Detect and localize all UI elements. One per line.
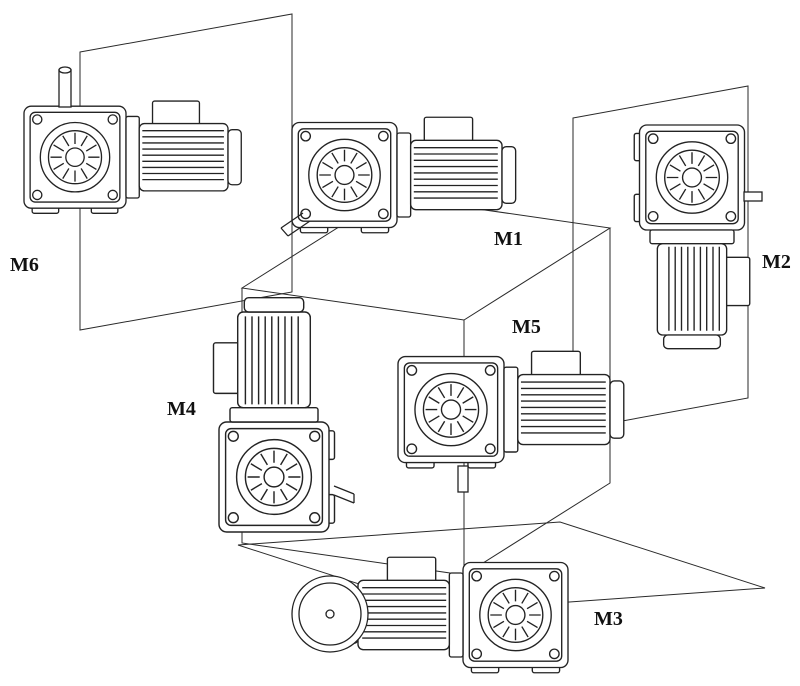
gearmotor-m6-drawing — [23, 100, 242, 214]
gearmotor-m1-drawing — [291, 116, 517, 234]
gearmotor-m2-shaft — [743, 191, 763, 202]
vertical-shaft — [457, 465, 469, 493]
label-m5: M5 — [512, 316, 541, 338]
output-shaft-stub — [743, 191, 763, 202]
fan-cover-hub — [325, 609, 335, 619]
gearmotor-m5-drawing — [397, 350, 625, 469]
gearmotor-m5-shaft — [457, 465, 469, 493]
output-shaft-stub — [333, 485, 355, 504]
gearmotor-m3-fan-cover — [291, 575, 369, 653]
left-plane — [79, 13, 293, 331]
label-m2: M2 — [762, 251, 791, 273]
gearmotor-m3-drawing — [343, 556, 569, 674]
cube-right-face — [463, 228, 611, 576]
shaft-end — [58, 66, 72, 74]
label-m1: M1 — [494, 228, 523, 250]
vertical-shaft — [58, 69, 72, 108]
output-shaft-stub — [280, 212, 311, 237]
gearmotor-m1-shaft — [280, 212, 311, 237]
right-plane — [572, 85, 749, 431]
gearmotor-m6-shaft — [58, 66, 72, 108]
label-m4: M4 — [167, 398, 196, 420]
gearmotor-m4-drawing — [212, 296, 336, 533]
label-m6: M6 — [10, 254, 39, 276]
gearmotor-m4-shaft — [333, 485, 355, 504]
gearmotor-m2-drawing — [633, 124, 751, 350]
label-m3: M3 — [594, 608, 623, 630]
